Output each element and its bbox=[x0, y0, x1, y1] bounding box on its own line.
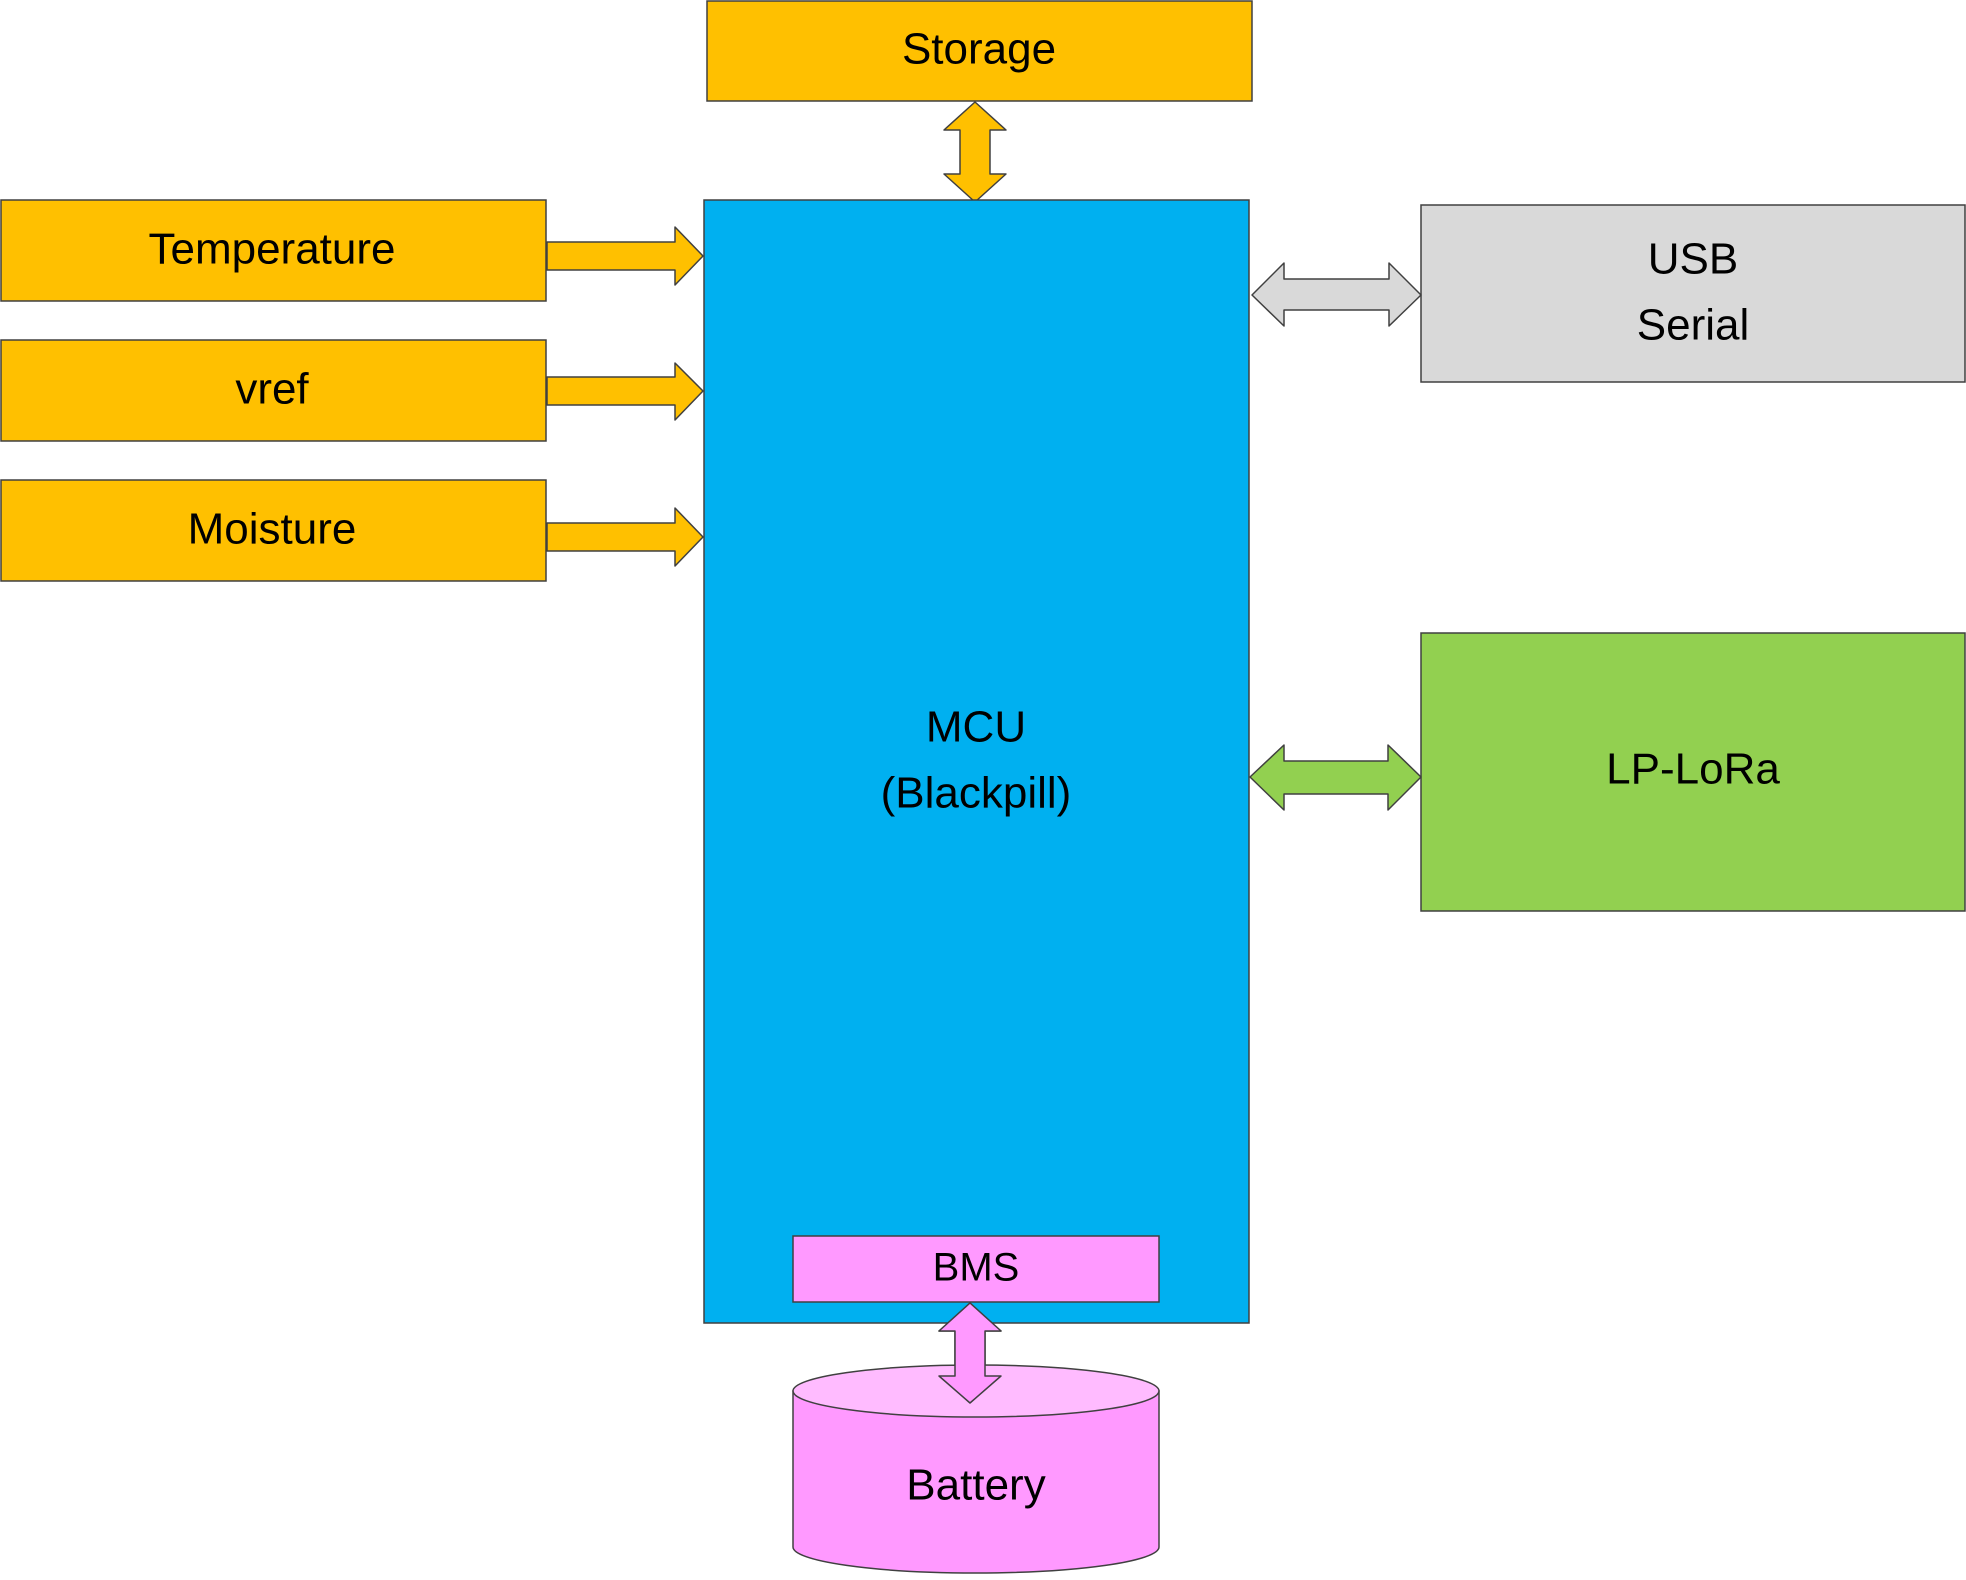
bms-box bbox=[792, 1235, 1160, 1303]
storage-label: Storage bbox=[902, 25, 1056, 74]
moisture-label: Moisture bbox=[188, 505, 357, 554]
usb-serial-block[interactable]: USB Serial bbox=[1420, 204, 1966, 383]
battery-label: Battery bbox=[906, 1461, 1045, 1510]
moisture-box bbox=[0, 479, 547, 582]
mcu-box bbox=[703, 199, 1250, 1324]
mcu-block[interactable]: MCU (Blackpill) bbox=[703, 199, 1250, 1324]
usb-label-line1: USB bbox=[1648, 235, 1738, 284]
bms-battery-arrow-overlay bbox=[938, 1302, 1002, 1404]
vref-box bbox=[0, 339, 547, 442]
lp-lora-label: LP-LoRa bbox=[1606, 745, 1780, 794]
usb-serial-box bbox=[1420, 204, 1966, 383]
usb-label-line2: Serial bbox=[1637, 301, 1750, 350]
temperature-label: Temperature bbox=[148, 225, 395, 274]
mcu-label-line2: (Blackpill) bbox=[881, 769, 1072, 818]
temperature-block[interactable]: Temperature bbox=[0, 199, 547, 302]
battery-body bbox=[792, 1390, 1160, 1574]
mcu-lora-arrow bbox=[1249, 744, 1422, 811]
battery-block[interactable]: Battery bbox=[792, 1364, 1160, 1574]
lp-lora-box bbox=[1420, 632, 1966, 912]
temperature-mcu-arrow bbox=[546, 226, 704, 286]
vref-label: vref bbox=[235, 365, 309, 414]
temperature-box bbox=[0, 199, 547, 302]
lp-lora-block[interactable]: LP-LoRa bbox=[1420, 632, 1966, 912]
mcu-label-line1: MCU bbox=[926, 703, 1026, 752]
storage-box bbox=[706, 0, 1253, 102]
storage-block[interactable]: Storage bbox=[706, 0, 1253, 102]
bms-label: BMS bbox=[933, 1246, 1020, 1290]
moisture-mcu-arrow bbox=[546, 507, 704, 567]
moisture-block[interactable]: Moisture bbox=[0, 479, 547, 582]
bms-block[interactable]: BMS bbox=[792, 1235, 1160, 1303]
vref-mcu-arrow bbox=[546, 362, 704, 421]
mcu-usb-arrow bbox=[1251, 262, 1422, 327]
vref-block[interactable]: vref bbox=[0, 339, 547, 442]
storage-mcu-arrow bbox=[943, 101, 1007, 203]
